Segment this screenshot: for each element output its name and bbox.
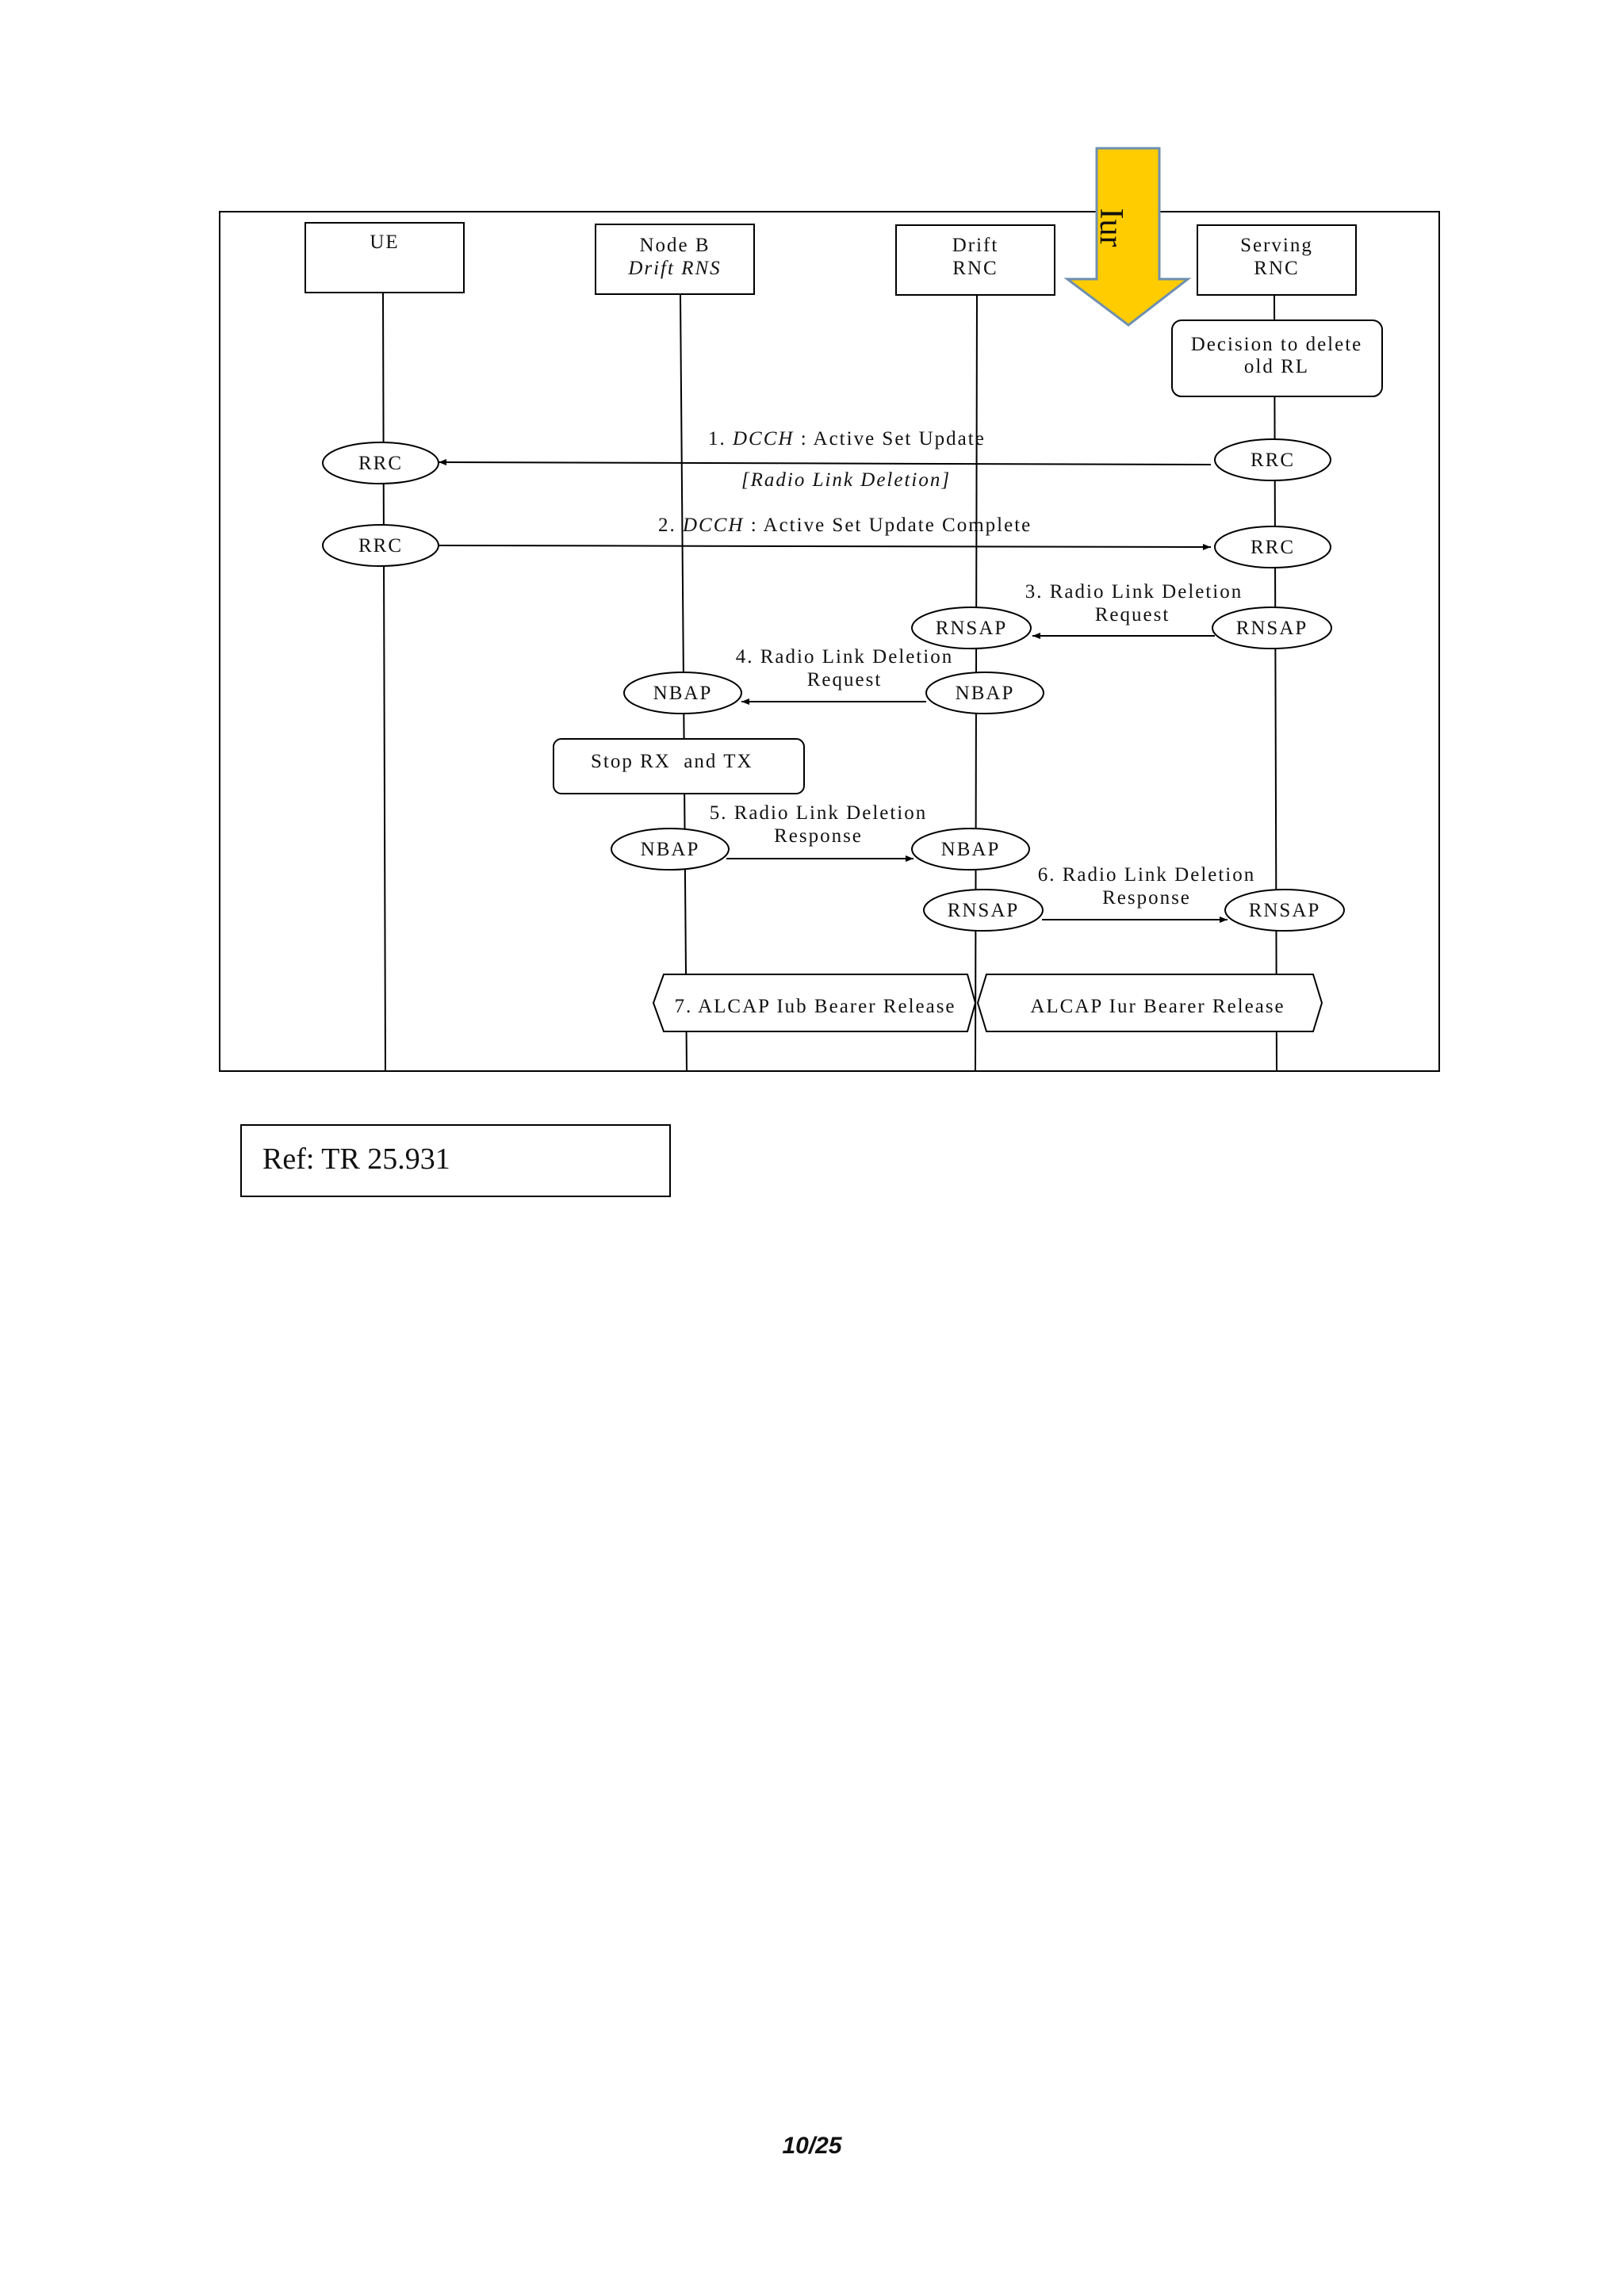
rrc-serving-1: RRC: [1214, 438, 1331, 481]
rrc-ue-2: RRC: [322, 524, 439, 567]
msg3-label: 3. Radio Link Deletion: [1025, 581, 1243, 603]
entity-serving-rnc: Serving RNC: [1197, 224, 1357, 296]
msg6-label: 6. Radio Link Deletion: [1038, 864, 1256, 886]
decision-line2: old RL: [1244, 356, 1309, 377]
entity-ue-label: UE: [370, 232, 399, 253]
reference-box: Ref: TR 25.931: [240, 1124, 671, 1197]
entity-drift-label: Drift: [952, 235, 999, 256]
entity-nodeb-sublabel: Drift RNS: [627, 258, 721, 279]
nbap-drift-1: NBAP: [925, 672, 1044, 714]
rnsap-serving-1: RNSAP: [1212, 607, 1332, 649]
entity-drift-sublabel: RNC: [952, 258, 998, 279]
rnsap-drift-1: RNSAP: [911, 607, 1032, 649]
stop-rx-tx-label: Stop RX and TX: [591, 751, 753, 772]
entity-drift-rnc: Drift RNC: [895, 224, 1055, 296]
rrc-serving-2: RRC: [1214, 526, 1331, 568]
entity-nodeb-label: Node B: [639, 235, 710, 256]
msg5-sublabel: Response: [774, 825, 863, 847]
svg-text:RNSAP: RNSAP: [1236, 618, 1308, 639]
svg-text:NBAP: NBAP: [941, 839, 1001, 860]
msg4-sublabel: Request: [807, 669, 883, 691]
svg-text:RNSAP: RNSAP: [948, 900, 1020, 921]
msg6-sublabel: Response: [1102, 887, 1191, 909]
stop-rx-tx-box: Stop RX and TX: [553, 738, 805, 794]
rnsap-drift-2: RNSAP: [923, 889, 1044, 932]
svg-text:NBAP: NBAP: [641, 839, 700, 860]
reference-text: Ref: TR 25.931: [262, 1142, 450, 1176]
rrc-ue-1: RRC: [322, 442, 439, 484]
svg-text:RRC: RRC: [1251, 537, 1295, 558]
nbap-nodeb-1: NBAP: [623, 672, 742, 714]
nbap-nodeb-2: NBAP: [611, 828, 730, 871]
iur-label: Iur: [1093, 209, 1129, 247]
alcap-iur-release: ALCAP Iur Bearer Release: [976, 974, 1323, 1032]
svg-text:RNSAP: RNSAP: [1249, 900, 1321, 921]
nbap-drift-2: NBAP: [911, 828, 1030, 871]
alcap-iur-label: ALCAP Iur Bearer Release: [1030, 996, 1285, 1017]
diagram-frame: [219, 211, 1440, 1072]
svg-text:RNSAP: RNSAP: [936, 618, 1008, 639]
protocol-nodes: RRC RRC RRC RRC RNSAP RNSAP NBAP NBAP: [322, 438, 1345, 932]
rnsap-serving-2: RNSAP: [1224, 889, 1345, 932]
message-arrows: [438, 459, 1228, 923]
decision-box: Decision to delete old RL: [1171, 320, 1383, 397]
page-number: 10/25: [782, 2133, 842, 2159]
entity-nodeb: Node B Drift RNS: [595, 224, 755, 295]
msg3-sublabel: Request: [1095, 604, 1170, 626]
iur-arrow-shape: [1063, 147, 1192, 327]
svg-text:RRC: RRC: [1251, 450, 1295, 471]
msg1-sublabel: [Radio Link Deletion]: [741, 469, 951, 491]
alcap-iub-release: 7. ALCAP Iub Bearer Release: [652, 974, 977, 1032]
iur-arrow: Iur: [1063, 147, 1192, 327]
svg-text:NBAP: NBAP: [956, 683, 1015, 704]
arrow-msg2: [438, 543, 1212, 550]
entity-serving-label: Serving: [1240, 235, 1313, 256]
msg2-label: 2. DCCH : Active Set Update Complete: [658, 515, 1032, 536]
msg4-label: 4. Radio Link Deletion: [736, 646, 954, 668]
lifeline-ue: [382, 293, 386, 1072]
svg-text:RRC: RRC: [358, 535, 403, 557]
decision-line1: Decision to delete: [1191, 334, 1363, 355]
svg-text:NBAP: NBAP: [653, 683, 713, 704]
entity-serving-sublabel: RNC: [1254, 258, 1299, 279]
svg-text:RRC: RRC: [358, 453, 403, 474]
msg5-label: 5. Radio Link Deletion: [710, 802, 928, 824]
alcap-iub-label: 7. ALCAP Iub Bearer Release: [674, 996, 956, 1017]
arrow-msg1: [438, 459, 1212, 466]
entity-ue: UE: [304, 222, 465, 293]
msg1-label: 1. DCCH : Active Set Update: [708, 428, 986, 450]
lifeline-serving-rnc: [1274, 294, 1277, 1072]
